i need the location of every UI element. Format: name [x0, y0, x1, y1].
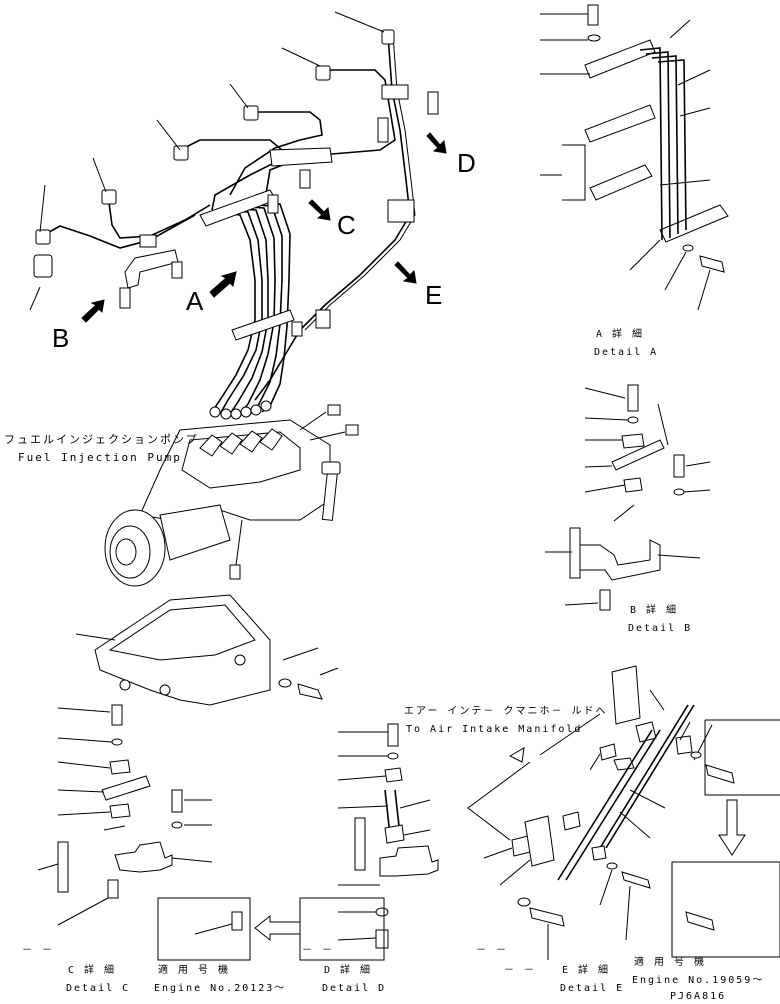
applicable-c-en: Engine No.20123～: [154, 983, 287, 994]
detail-c-jp: C 詳 細: [68, 965, 117, 976]
manifold-label-en: To Air Intake Manifold: [406, 724, 583, 735]
view-label-a: A: [186, 286, 204, 316]
spacer-icon: [33, 254, 53, 278]
detail-b-en: Detail B: [628, 623, 693, 634]
dash-mark-e2: － －: [504, 965, 537, 976]
applicable-e-en: Engine No.19059～: [632, 975, 765, 986]
detail-a-en: Detail A: [594, 347, 659, 358]
arrow-icon: [718, 799, 746, 856]
bundle-clamps: [199, 84, 439, 341]
line-nuts: [33, 29, 395, 420]
detail-c: [37, 704, 213, 926]
detail-b-jp: B 詳 細: [630, 605, 679, 616]
leader-lines: [29, 11, 385, 676]
bracket-b: [119, 234, 183, 309]
detail-b: [545, 384, 711, 611]
arrow-icon: [254, 914, 301, 942]
pump-label-en: Fuel Injection Pump: [18, 451, 182, 464]
detail-e: [467, 665, 713, 960]
detail-c-inset: [157, 897, 301, 961]
detail-e-insets: [671, 719, 780, 958]
view-label-c: C: [337, 210, 356, 240]
pump-label-jp: フュエルインジェクションポンプ: [4, 433, 199, 446]
dash-mark-e1: － －: [476, 945, 509, 956]
view-label-b: B: [52, 323, 70, 353]
fuel-injection-pump: [104, 404, 359, 587]
detail-a-jp: A 詳 細: [596, 329, 645, 340]
detail-d-en: Detail D: [322, 983, 387, 994]
detail-e-jp: E 詳 細: [562, 965, 611, 976]
applicable-e-jp: 適 用 号 機: [634, 957, 707, 968]
detail-e-en: Detail E: [560, 983, 625, 994]
arrow-icon: [508, 747, 525, 763]
manifold-label-jp: エアー インテ－ クマニホ－ ルドへ: [404, 706, 608, 717]
dash-mark-c: － －: [22, 945, 55, 956]
pump-bracket: [94, 594, 323, 706]
view-label-e: E: [425, 280, 443, 310]
arrow-icon: [81, 132, 447, 323]
drawing-code: PJ6A816: [670, 991, 727, 1002]
view-label-d: D: [457, 148, 476, 178]
injection-lines: [41, 34, 416, 415]
detail-a: [540, 4, 729, 311]
dash-mark-d: － －: [302, 945, 335, 956]
applicable-c-jp: 適 用 号 機: [158, 965, 231, 976]
detail-d: [299, 723, 439, 961]
detail-d-jp: D 詳 細: [324, 965, 373, 976]
detail-c-en: Detail C: [66, 983, 131, 994]
